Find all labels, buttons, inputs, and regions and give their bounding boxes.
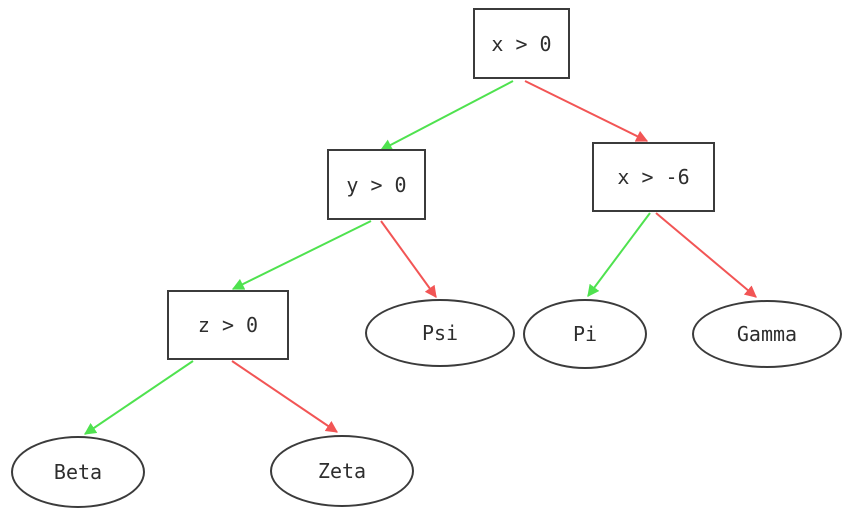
edge-root-y0-true xyxy=(379,80,514,151)
edge-z0-zeta-false xyxy=(231,360,338,433)
leaf-node-label: Gamma xyxy=(736,322,798,346)
edge-xm6-pi-true xyxy=(587,212,651,297)
decision-node-label: x > -6 xyxy=(617,165,690,189)
decision-node-x-gt-minus-6: x > -6 xyxy=(592,142,715,212)
decision-node-x-gt-0: x > 0 xyxy=(473,8,570,79)
leaf-node-label: Zeta xyxy=(317,459,367,483)
edge-z0-beta-true xyxy=(84,360,194,435)
decision-node-label: z > 0 xyxy=(197,313,259,337)
leaf-node-beta: Beta xyxy=(11,436,145,508)
leaf-node-pi: Pi xyxy=(523,299,647,369)
leaf-node-label: Psi xyxy=(421,321,459,345)
decision-node-label: y > 0 xyxy=(346,172,407,197)
decision-node-y-gt-0: y > 0 xyxy=(327,149,426,220)
edge-xm6-gamma-false xyxy=(655,212,757,298)
edge-root-xm6-false xyxy=(524,80,649,142)
leaf-node-label: Pi xyxy=(572,322,598,346)
edge-y0-z0-true xyxy=(231,220,372,290)
edge-y0-psi-false xyxy=(380,220,437,298)
leaf-node-zeta: Zeta xyxy=(270,435,414,507)
decision-node-z-gt-0: z > 0 xyxy=(167,290,289,360)
leaf-node-gamma: Gamma xyxy=(692,300,842,368)
leaf-node-label: Beta xyxy=(53,460,103,484)
leaf-node-psi: Psi xyxy=(365,299,515,367)
decision-node-label: x > 0 xyxy=(491,31,552,56)
